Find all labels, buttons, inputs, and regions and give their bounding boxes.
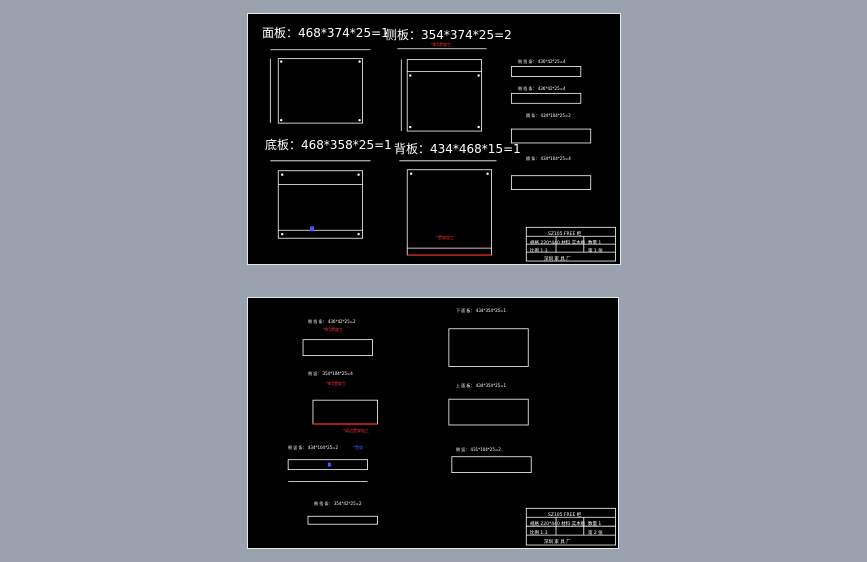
sheet2-label-r1: 下 面 板： 434*354*25=1 — [456, 308, 507, 313]
sheet2-label-l3: 侧 竖 条： 434*104*25=2 — [288, 445, 339, 450]
face-panel-outline — [277, 58, 363, 124]
right-part-3 — [451, 456, 532, 473]
sheet2-label-l4: 侧 挡 条： 354*42*25=2 — [314, 501, 362, 506]
title-block-2-title: SZ105 FREE 柜 — [548, 513, 582, 518]
back-panel-title: 背板：434*468*15=1 — [394, 142, 521, 156]
right-part-2 — [448, 398, 529, 426]
title-block-1-page: 第 1 张 — [588, 249, 603, 254]
strip-label-3: 隔 条： 434*104*25=2 — [526, 113, 571, 118]
drawing-sheet-2: 侧 挡 条： 436*42*25=2 *Ф5贯穿工 侧 竖： 354*104*2… — [247, 297, 619, 549]
title-block-1-count: 数量 1 — [588, 241, 602, 246]
drawing-sheet-1: 面板：468*374*25=1 侧板：354*374*25=2 底板：468*3… — [247, 13, 621, 265]
title-block-2-count: 数量 1 — [588, 522, 602, 527]
left-strip-2 — [312, 399, 378, 425]
title-block-1-spec: 规格 220*440 材料 实木板 — [530, 241, 586, 246]
strip-1 — [510, 66, 582, 77]
sheet2-label-l1: 侧 挡 条： 436*42*25=2 — [308, 319, 356, 324]
sheet2-label-r3: 侧 竖： 431*104*25=2 — [456, 447, 501, 452]
title-block-2-spec: 规格 220*440 材料 实木板 — [530, 522, 586, 527]
strip-label-2: 侧 挡 条： 436*42*25=4 — [518, 86, 566, 91]
blue-marker — [309, 226, 314, 232]
left-strip-3 — [287, 459, 368, 471]
sheet2-red-note-1: *Ф5贯穿工 — [323, 327, 343, 332]
sheet-2-geometry — [287, 328, 616, 546]
strip-3 — [510, 128, 592, 144]
sheet2-red-note-2: *Ф5贯穿工 — [326, 381, 346, 386]
red-note-bottom: *贯穿加工 — [436, 235, 454, 240]
title-block-2-company: 深圳 家 具 厂 — [544, 540, 571, 545]
sheet2-label-l2: 侧 竖： 354*104*25=4 — [308, 371, 353, 376]
face-panel-title: 面板：468*374*25=1 — [262, 26, 389, 40]
right-part-1 — [448, 328, 529, 367]
blue-marker-2 — [327, 462, 331, 467]
title-block-2-page: 第 2 张 — [588, 531, 603, 536]
title-block-2-ratio: 比例 1:3 — [530, 531, 548, 536]
sheet2-red-note-3: *双边贯穿加工 — [343, 428, 369, 433]
title-block-1-title: SZ105 FREE 柜 — [548, 232, 582, 237]
bottom-panel-outline — [277, 170, 363, 239]
left-strip-1 — [302, 339, 373, 356]
red-note-top: *Ф5贯穿工 — [431, 42, 451, 47]
strip-label-1: 侧 挡 条： 436*42*25=4 — [518, 59, 566, 64]
back-panel-outline — [406, 169, 492, 256]
strip-2 — [510, 92, 582, 104]
side-panel-title: 侧板：354*374*25=2 — [385, 28, 512, 42]
strip-4 — [510, 175, 592, 190]
title-block-1-ratio: 比例 1:3 — [530, 249, 548, 254]
left-strip-4 — [307, 515, 378, 525]
title-block-1-company: 深圳 家 具 厂 — [544, 257, 571, 262]
side-panel-outline — [406, 59, 483, 132]
sheet2-blue-note: *贯穿 — [353, 445, 363, 450]
title-block-2 — [525, 507, 616, 546]
bottom-panel-title: 底板：468*358*25=1 — [265, 138, 392, 152]
sheet2-label-r2: 上 面 板： 434*354*25=1 — [456, 383, 507, 388]
sheet-1-geometry — [269, 48, 616, 262]
strip-label-4: 隔 条： 434*104*25=4 — [526, 156, 571, 161]
